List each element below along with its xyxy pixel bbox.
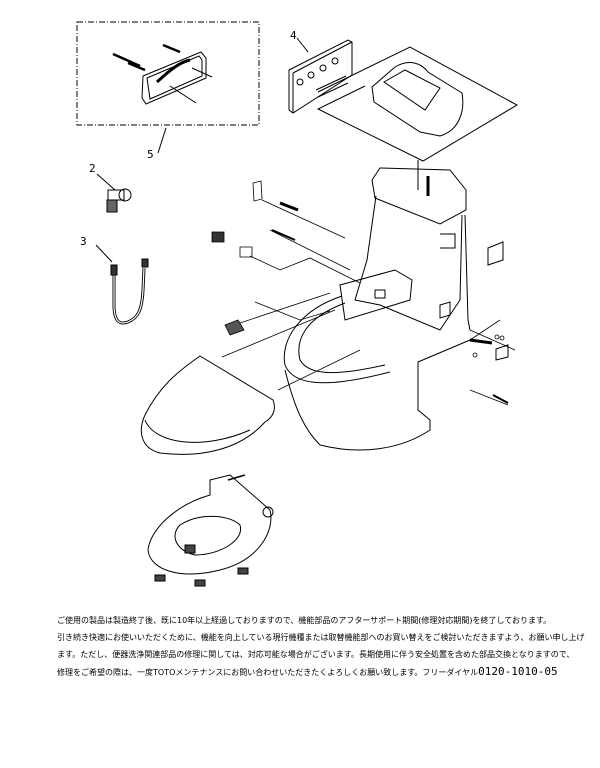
notice-line-3: ます。ただし、便器洗浄関連部品の修理に関しては、対応可能な場合がございます。長期… — [57, 650, 575, 659]
toilet-bowl — [284, 270, 508, 450]
free-dial-number: 0120-1010-05 — [478, 665, 558, 678]
toilet-lid — [141, 356, 274, 454]
notice-line-1: ご使用の製品は製造終了後、既に10年以上経過しておりますので、機能部品のアフター… — [57, 616, 552, 625]
discontinued-notice: ご使用の製品は製造終了後、既に10年以上経過しておりますので、機能部品のアフター… — [57, 612, 587, 681]
notice-line-4: 修理をご希望の際は、一度TOTOメンテナンスにお問い合わせいただきたくよろしくお… — [57, 663, 587, 681]
toilet-tank — [355, 160, 503, 330]
exploded-parts-diagram — [0, 0, 600, 600]
callout-2: 2 — [89, 162, 96, 175]
tank-lid — [318, 47, 517, 161]
part3-supply-hose — [96, 245, 148, 323]
part4-remote-control — [289, 38, 352, 113]
callout-4: 4 — [290, 29, 297, 42]
callout-5: 5 — [147, 148, 154, 161]
part2-angle-valve — [97, 174, 131, 212]
toilet-seat — [148, 475, 273, 586]
callout-3: 3 — [80, 235, 87, 248]
part5-wall-bracket-kit — [77, 22, 259, 153]
notice-line-2: 引き続き快適にお使いいただくために、機能を向上している現行機種または取替機能部へ… — [57, 633, 585, 642]
hardware-leaders — [212, 181, 515, 405]
notice-line-4-text: 修理をご希望の際は、一度TOTOメンテナンスにお問い合わせいただきたくよろしくお… — [57, 668, 479, 677]
